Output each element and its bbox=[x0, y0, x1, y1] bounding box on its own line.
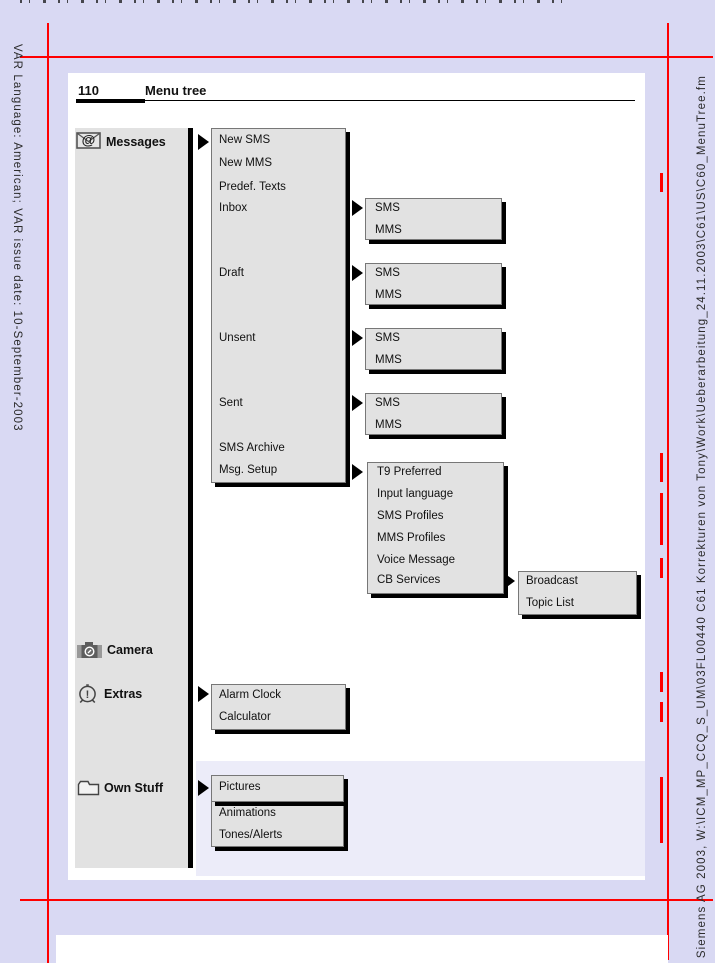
change-bar bbox=[660, 453, 663, 482]
menu-item: Draft bbox=[219, 267, 244, 279]
change-bar bbox=[660, 493, 663, 545]
menu-item: SMS bbox=[375, 267, 400, 279]
arrow-draft-icon bbox=[352, 265, 363, 281]
pictures-panel bbox=[211, 775, 344, 802]
clipped-top-text bbox=[20, 0, 565, 3]
menu-item: T9 Preferred bbox=[377, 466, 442, 478]
main-item-camera: Camera bbox=[107, 643, 153, 657]
arrow-msg-setup-icon bbox=[352, 464, 363, 480]
menu-item: SMS bbox=[375, 397, 400, 409]
menu-item: SMS Archive bbox=[219, 442, 285, 454]
main-item-own-stuff: Own Stuff bbox=[104, 781, 164, 795]
menu-item: Animations bbox=[219, 807, 276, 819]
sent-submenu-panel bbox=[365, 393, 502, 435]
change-bar bbox=[660, 702, 663, 722]
menu-item: MMS bbox=[375, 289, 402, 301]
arrow-inbox-icon bbox=[352, 200, 363, 216]
page-number: 110 bbox=[78, 83, 99, 98]
menu-item: MMS bbox=[375, 354, 402, 366]
main-item-extras: Extras bbox=[104, 687, 143, 701]
menu-item: Msg. Setup bbox=[219, 464, 278, 476]
menu-item: Inbox bbox=[219, 202, 248, 214]
menu-item: New SMS bbox=[219, 134, 271, 146]
arrow-sent-icon bbox=[352, 395, 363, 411]
crop-mark-horizontal-bottom bbox=[20, 899, 713, 901]
next-page-sheet bbox=[56, 935, 668, 963]
own-stuff-submenu-panel bbox=[211, 800, 344, 847]
menu-item: Pictures bbox=[219, 781, 261, 793]
menu-item: Voice Message bbox=[377, 554, 455, 566]
inbox-submenu-panel bbox=[365, 198, 502, 240]
header-rule bbox=[76, 100, 635, 102]
menu-item: SMS bbox=[375, 332, 400, 344]
menu-item: Unsent bbox=[219, 332, 256, 344]
menu-item: Tones/Alerts bbox=[219, 829, 283, 841]
menu-item: New MMS bbox=[219, 157, 273, 169]
menu-item: CB Services bbox=[377, 574, 441, 586]
menu-item: MMS bbox=[375, 224, 402, 236]
header-rule-thick bbox=[76, 99, 145, 103]
menu-item: Calculator bbox=[219, 711, 271, 723]
svg-text:@: @ bbox=[82, 132, 96, 148]
extras-submenu-panel bbox=[211, 684, 346, 730]
arrow-unsent-icon bbox=[352, 330, 363, 346]
menu-item: Topic List bbox=[526, 597, 574, 609]
menu-item: Broadcast bbox=[526, 575, 578, 587]
svg-text:!: ! bbox=[86, 689, 90, 701]
menu-item: Input language bbox=[377, 488, 454, 500]
right-margin-text: © Siemens AG 2003, W:\ICM_MP_CCQ_S_UM\03… bbox=[696, 75, 708, 963]
msg-setup-submenu-panel bbox=[367, 462, 504, 594]
camera-icon bbox=[77, 642, 102, 658]
cb-services-submenu-panel bbox=[518, 571, 637, 615]
arrow-own-stuff-icon bbox=[198, 780, 209, 796]
change-bar bbox=[660, 173, 663, 192]
menu-item: MMS Profiles bbox=[377, 532, 446, 544]
unsent-submenu-panel bbox=[365, 328, 502, 370]
main-item-messages: Messages bbox=[106, 135, 166, 149]
draft-submenu-panel bbox=[365, 263, 502, 305]
arrow-extras-icon bbox=[198, 686, 209, 702]
arrow-cb-services-icon bbox=[504, 573, 515, 589]
menu-item: Sent bbox=[219, 397, 243, 409]
alarm-clock-icon: ! bbox=[79, 684, 96, 704]
main-menu-column bbox=[75, 128, 193, 868]
change-bar bbox=[660, 672, 663, 692]
change-bar bbox=[660, 558, 663, 578]
left-margin-text: VAR Language: American; VAR issue date: … bbox=[11, 44, 23, 432]
menu-item: SMS bbox=[375, 202, 400, 214]
envelope-at-icon: @ bbox=[76, 132, 101, 149]
messages-submenu-panel bbox=[211, 128, 346, 483]
change-bar bbox=[660, 777, 663, 843]
menu-item: SMS Profiles bbox=[377, 510, 444, 522]
arrow-messages-icon bbox=[198, 134, 209, 150]
crop-mark-vertical-right bbox=[667, 23, 669, 960]
menu-item: MMS bbox=[375, 419, 402, 431]
crop-mark-horizontal-top bbox=[20, 56, 713, 58]
folder-icon bbox=[77, 780, 100, 796]
page-title: Menu tree bbox=[145, 83, 207, 98]
crop-mark-vertical-left bbox=[47, 23, 49, 963]
menu-item: Alarm Clock bbox=[219, 689, 281, 701]
menu-item: Predef. Texts bbox=[219, 181, 286, 193]
